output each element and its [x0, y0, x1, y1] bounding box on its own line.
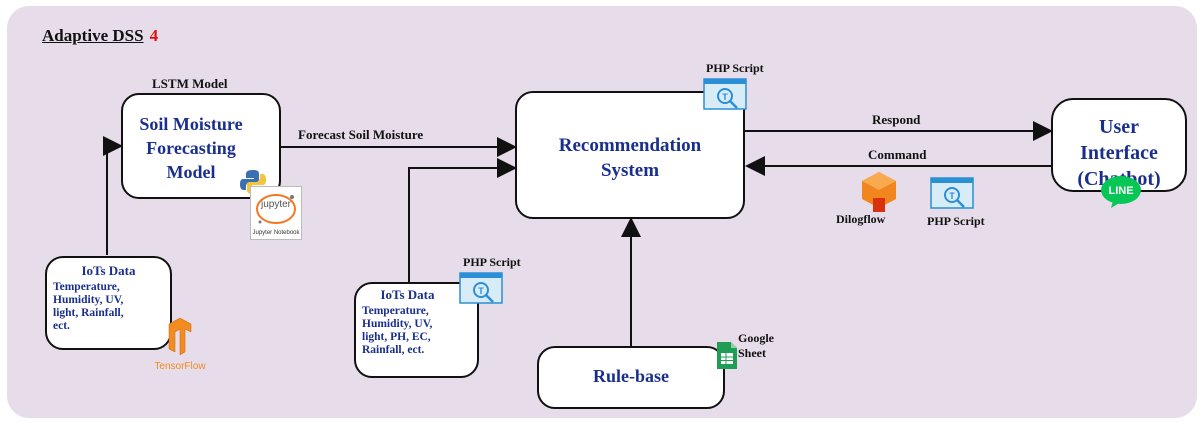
jupyter-wordmark: jupyter	[260, 199, 292, 210]
forecast-label: Forecast Soil Moisture	[298, 127, 424, 142]
php-script-label-mid: PHP Script	[463, 255, 521, 269]
model-line-2: Forecasting	[146, 138, 236, 158]
jupyter-logo: jupyter Jupyter Notebook	[250, 186, 302, 240]
jupyter-notebook-caption: Jupyter Notebook	[252, 230, 300, 236]
tensorflow-text: TensorFlow	[154, 361, 206, 372]
iot2-line-3: light, PH, EC,	[362, 331, 431, 343]
tensorflow-logo: TensorFlow	[147, 317, 213, 374]
arrow-iot2-to-recommendation	[408, 158, 517, 282]
rule-base-text: Rule-base	[593, 366, 669, 386]
ui-line-1: User	[1099, 116, 1139, 138]
iot-data-box-1: IoTs Data Temperature, Humidity, UV, lig…	[45, 256, 172, 350]
iot-data-box-2: IoTs Data Temperature, Humidity, UV, lig…	[354, 282, 479, 378]
iot1-line-2: Humidity, UV,	[53, 294, 124, 306]
recommendation-system-box: Recommendation System	[515, 91, 745, 219]
php-script-label-right: PHP Script	[927, 214, 985, 228]
iot2-title: IoTs Data	[380, 287, 435, 302]
php-script-label-top: PHP Script	[706, 61, 764, 75]
iot1-line-1: Temperature,	[53, 281, 120, 293]
iot1-line-4: ect.	[53, 320, 70, 332]
google-sheets-icon	[717, 342, 737, 369]
svg-text:T: T	[949, 191, 955, 201]
recommendation-line-1: Recommendation	[558, 135, 702, 156]
respond-label: Respond	[872, 112, 921, 127]
lstm-caption: LSTM Model	[152, 76, 228, 91]
php-script-icon-right: T	[930, 177, 974, 209]
php-script-icon-mid: T	[459, 272, 503, 304]
recommendation-line-2: System	[600, 160, 660, 181]
dialogflow-icon	[862, 172, 896, 212]
line-logo-text: LINE	[1108, 185, 1133, 197]
svg-text:T: T	[722, 92, 728, 102]
rule-base-box: Rule-base	[537, 346, 725, 409]
model-line-1: Soil Moisture	[139, 114, 243, 134]
iot1-title: IoTs Data	[81, 263, 136, 278]
ui-line-2: Interface	[1080, 142, 1158, 164]
command-label: Command	[868, 147, 927, 162]
model-line-3: Model	[166, 162, 216, 182]
tensorflow-icon	[168, 317, 192, 356]
iot2-line-4: Rainfall, ect.	[362, 344, 425, 356]
line-app-icon: LINE	[1101, 176, 1141, 208]
iot2-line-2: Humidity, UV,	[362, 318, 433, 330]
svg-text:T: T	[478, 286, 484, 296]
iot2-line-1: Temperature,	[362, 305, 429, 317]
dialogflow-label: Dilogflow	[836, 212, 886, 226]
google-sheet-label: Google Sheet	[738, 331, 774, 360]
arrow-iot1-to-model	[103, 136, 123, 255]
iot1-line-3: light, Rainfall,	[53, 307, 124, 319]
php-script-icon-top: T	[703, 78, 747, 110]
